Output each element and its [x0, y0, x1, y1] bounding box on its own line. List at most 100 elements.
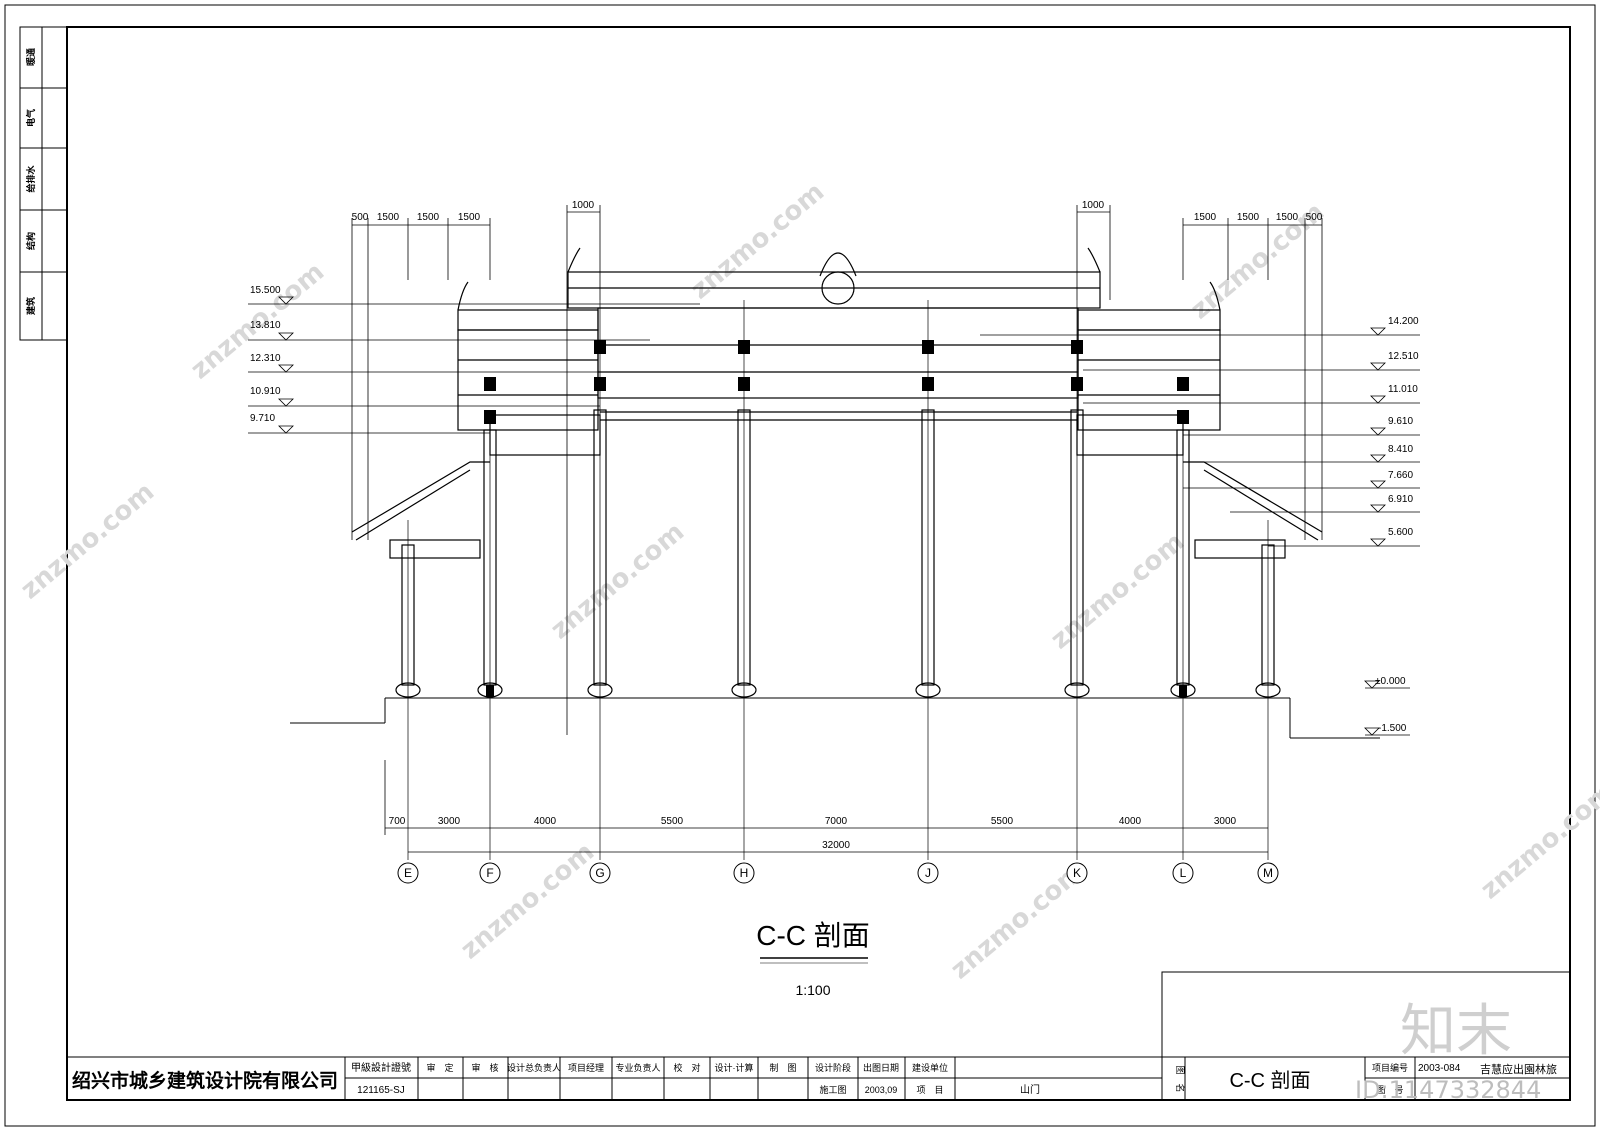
role-label: 审 核 — [471, 1062, 498, 1073]
drawing-name: C-C 剖面 — [1229, 1069, 1310, 1092]
watermark-layer: znzmo.com znzmo.com znzmo.com znzmo.com … — [15, 177, 1600, 985]
dim-label: 1500 — [458, 212, 481, 223]
stage-value: 施工图 — [819, 1084, 846, 1095]
ground-level-label: -1.500 — [1378, 723, 1407, 734]
axis-bubbles — [397, 862, 1279, 884]
date-label: 出图日期 — [863, 1062, 899, 1073]
dim-label: 1500 — [1194, 212, 1217, 223]
axis-label: M — [1263, 866, 1273, 880]
axis-label: F — [486, 866, 493, 880]
drawing-scale: 1:100 — [795, 982, 830, 998]
top-dimension-labels: 500 1500 1500 1500 1000 1000 1500 1500 1… — [352, 200, 1323, 223]
axis-label: H — [740, 866, 749, 880]
watermark-text: znzmo.com — [455, 837, 600, 965]
dim-label: 1000 — [1082, 200, 1105, 211]
elevation-labels-left: 15.500 13.810 12.310 10.910 9.710 — [250, 285, 281, 424]
role-label: 设计总负责人 — [507, 1062, 561, 1073]
dim-label: 1000 — [572, 200, 595, 211]
watermark-text: znzmo.com — [1045, 527, 1190, 655]
elevation-label: 6.910 — [1388, 494, 1413, 505]
bottom-dimension-labels: 700 3000 4000 5500 7000 5500 4000 3000 3… — [389, 816, 1237, 851]
project-label: 项 目 — [916, 1085, 943, 1095]
elevation-label: 9.710 — [250, 413, 275, 424]
role-label: 设计·计算 — [715, 1062, 754, 1073]
side-label: 给排水 — [25, 165, 36, 193]
elevation-label: 15.500 — [250, 285, 281, 296]
elevation-label: 10.910 — [250, 386, 281, 397]
project-value: 山门 — [1020, 1083, 1040, 1096]
watermark-text: znzmo.com — [685, 177, 830, 305]
elevation-label: 11.010 — [1388, 384, 1418, 395]
client-label: 建设单位 — [912, 1062, 948, 1073]
cert-label: 甲級設計證號 — [351, 1061, 411, 1074]
side-label: 建筑 — [25, 297, 36, 315]
proj-no: 2003-084 — [1418, 1063, 1461, 1074]
date-value: 2003,09 — [865, 1085, 898, 1095]
cert-no: 121165-SJ — [357, 1085, 405, 1096]
watermark-text: znzmo.com — [1475, 777, 1600, 905]
dim-label: 5500 — [661, 816, 684, 827]
title-block — [66, 971, 1571, 1101]
dim-label: 700 — [389, 816, 406, 827]
elevation-labels-right: 14.200 12.510 11.010 9.610 8.410 7.660 6… — [1388, 316, 1419, 538]
dim-label: 1500 — [1237, 212, 1260, 223]
bottom-dimensions — [384, 760, 1268, 853]
role-label: 校 对 — [673, 1062, 700, 1073]
id-watermark: ID:1147332844 — [1355, 1076, 1541, 1104]
elevation-label: 14.200 — [1388, 316, 1419, 327]
elevations-left — [248, 296, 700, 434]
drawing-label: 图 名 — [1175, 1065, 1186, 1092]
side-label: 结构 — [25, 232, 36, 250]
role-label: 制 图 — [769, 1062, 796, 1073]
dim-label: 500 — [1306, 212, 1323, 223]
axis-lines — [407, 300, 1269, 860]
elevation-label: 13.810 — [250, 320, 281, 331]
role-label: 项目经理 — [568, 1062, 604, 1073]
dim-label: 500 — [352, 212, 369, 223]
role-label: 审 定 — [426, 1062, 453, 1073]
proj-no-label: 项目编号 — [1372, 1062, 1408, 1073]
watermark-text: znzmo.com — [15, 477, 160, 605]
dim-label: 4000 — [534, 816, 557, 827]
elevation-label: 7.660 — [1388, 470, 1413, 481]
elevations-right — [980, 327, 1420, 547]
dim-label: 3000 — [1214, 816, 1237, 827]
ground-level-label: ±0.000 — [1375, 676, 1406, 687]
elevation-label: 12.510 — [1388, 351, 1419, 362]
dim-label: 1500 — [377, 212, 400, 223]
sheet-label: 图 号 — [1376, 1085, 1403, 1095]
elevation-label: 5.600 — [1388, 527, 1413, 538]
axis-labels: E F G H J K L M — [404, 866, 1273, 880]
elevation-label: 9.610 — [1388, 416, 1413, 427]
axis-label: G — [595, 866, 604, 880]
ground-level-markers — [1364, 680, 1410, 736]
dim-label: 7000 — [825, 816, 848, 827]
columns — [395, 409, 1281, 698]
ground — [290, 697, 1380, 739]
project-name-partial: 吉慧应出園林旅 — [1480, 1062, 1557, 1076]
dim-label: 1500 — [1276, 212, 1299, 223]
dim-label: 1500 — [417, 212, 440, 223]
axis-label: L — [1180, 866, 1187, 880]
dim-label: 5500 — [991, 816, 1014, 827]
stage-label: 设计阶段 — [815, 1062, 851, 1073]
role-label: 专业负责人 — [615, 1062, 660, 1073]
elevation-label: 8.410 — [1388, 444, 1413, 455]
outer-border — [4, 4, 1596, 1127]
side-label: 暖通 — [25, 48, 36, 66]
company-name: 绍兴市城乡建筑设计院有限公司 — [72, 1069, 338, 1092]
dim-label: 3000 — [438, 816, 461, 827]
axis-label: J — [925, 866, 931, 880]
discipline-strip: 建筑 结构 给排水 电气 暖通 — [19, 26, 68, 341]
total-dim-label: 32000 — [822, 840, 850, 851]
axis-label: E — [404, 866, 412, 880]
dim-label: 4000 — [1119, 816, 1142, 827]
brand-watermark: 知末 — [1400, 999, 1512, 1064]
beam-blocks — [484, 340, 1189, 697]
elevation-label: 12.310 — [250, 353, 281, 364]
side-label: 电气 — [25, 109, 36, 127]
top-dimensions — [351, 205, 1323, 735]
drawing-title: C-C 剖面 — [756, 920, 870, 951]
axis-label: K — [1073, 866, 1081, 880]
